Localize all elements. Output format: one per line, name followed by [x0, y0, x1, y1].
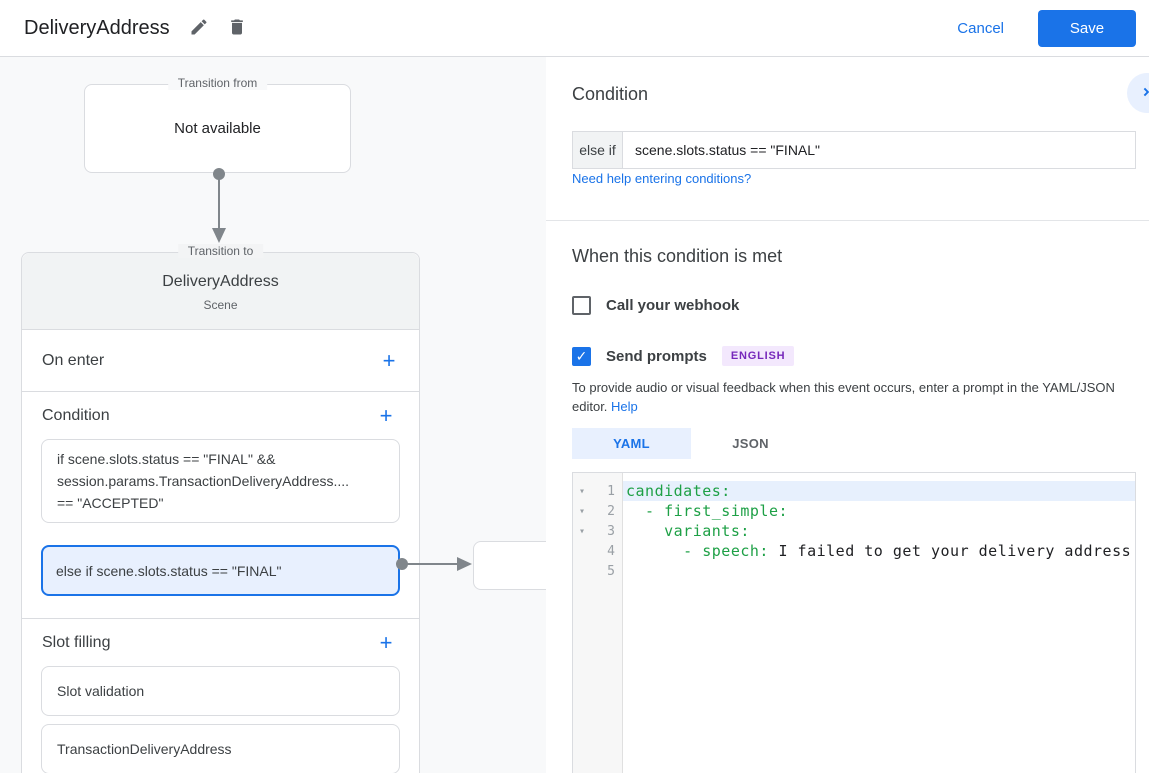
editor-gutter: ▾ 1 ▾ 2 ▾ 3 4 5: [573, 473, 623, 773]
condition-expression-group: else if: [572, 131, 1136, 169]
chevron-right-icon: [1138, 83, 1149, 104]
condition-editor-panel: Condition else if Need help entering con…: [546, 57, 1149, 773]
condition-expression-input[interactable]: [623, 132, 1135, 168]
condition-item-selected[interactable]: else if scene.slots.status == "FINAL": [41, 545, 400, 596]
transition-from-legend: Transition from: [167, 76, 268, 90]
gutter-row: ▾ 1: [573, 481, 622, 501]
transition-from-value: Not available: [174, 120, 261, 137]
webhook-row: Call your webhook: [572, 296, 739, 315]
transition-to-legend: Transition to: [177, 244, 264, 258]
transition-target-box[interactable]: [473, 541, 546, 590]
condition-line: else if scene.slots.status == "FINAL": [56, 562, 282, 579]
fold-toggle-icon[interactable]: ▾: [578, 485, 586, 497]
cancel-button[interactable]: Cancel: [941, 12, 1020, 45]
condition-section: Condition + if scene.slots.status == "FI…: [22, 392, 419, 619]
add-condition-button[interactable]: +: [372, 402, 400, 430]
prompts-description: To provide audio or visual feedback when…: [572, 378, 1128, 416]
condition-section-label: Condition: [42, 407, 110, 424]
add-slot-button[interactable]: +: [372, 629, 400, 657]
add-on-enter-button[interactable]: +: [375, 347, 403, 375]
scene-diagram-panel: Transition from Not available Transition…: [0, 57, 546, 773]
delete-scene-button[interactable]: [222, 13, 252, 43]
tab-yaml[interactable]: YAML: [572, 428, 691, 459]
yaml-key: candidates:: [626, 482, 731, 500]
send-prompts-label: Send prompts: [606, 347, 707, 365]
on-enter-label: On enter: [42, 351, 105, 369]
slot-item[interactable]: Slot validation: [41, 666, 400, 716]
slot-filling-section-head: Slot filling +: [41, 629, 400, 657]
collapse-panel-button[interactable]: [1127, 73, 1149, 113]
line-number: 5: [607, 563, 615, 579]
section-divider: [546, 220, 1149, 221]
editor-format-tabs: YAML JSON: [572, 428, 810, 459]
save-button[interactable]: Save: [1038, 9, 1136, 47]
line-number: 1: [607, 483, 615, 499]
code-line: variants:: [623, 521, 1135, 541]
send-prompts-row: ✓ Send prompts ENGLISH: [572, 346, 795, 366]
scene-name: DeliveryAddress: [162, 273, 279, 290]
call-webhook-checkbox[interactable]: [572, 296, 591, 315]
on-enter-row[interactable]: On enter +: [22, 330, 419, 392]
prompts-help-link[interactable]: Help: [611, 399, 638, 414]
gutter-row: 5: [573, 561, 622, 581]
gutter-row: 4: [573, 541, 622, 561]
call-webhook-label: Call your webhook: [606, 297, 740, 314]
code-line-active: candidates:: [623, 481, 1135, 501]
scene-card-header[interactable]: DeliveryAddress Scene: [22, 253, 419, 330]
trash-icon: [227, 17, 247, 40]
scene-type-label: Scene: [203, 298, 238, 312]
slot-filling-section: Slot filling + Slot validation Transacti…: [22, 619, 419, 773]
top-bar: DeliveryAddress Cancel Save: [0, 0, 1149, 57]
code-line-empty: [623, 561, 1135, 581]
condition-keyword: else if: [573, 132, 623, 168]
transition-from-box[interactable]: Transition from Not available: [84, 76, 351, 173]
transition-arrow-down: [212, 168, 226, 243]
condition-met-heading: When this condition is met: [572, 246, 783, 266]
fold-toggle-icon[interactable]: ▾: [578, 505, 586, 517]
condition-help-link[interactable]: Need help entering conditions?: [572, 171, 752, 186]
editor-code-area[interactable]: candidates: - first_simple: variants: - …: [623, 473, 1135, 773]
yaml-key: - speech:: [626, 542, 769, 560]
slot-filling-label: Slot filling: [42, 634, 111, 651]
tab-json[interactable]: JSON: [732, 436, 769, 451]
yaml-value: I failed to get your delivery address: [768, 542, 1132, 560]
prompts-description-text: To provide audio or visual feedback when…: [572, 380, 1115, 414]
scene-card: Transition to DeliveryAddress Scene On e…: [21, 244, 420, 773]
page-title: DeliveryAddress: [24, 16, 170, 39]
condition-line: == "ACCEPTED": [57, 495, 164, 511]
line-number: 4: [607, 543, 615, 559]
yaml-key: - first_simple:: [626, 502, 789, 520]
condition-line: session.params.TransactionDeliveryAddres…: [57, 473, 350, 489]
rename-scene-button[interactable]: [184, 13, 214, 43]
checkmark-icon: ✓: [575, 347, 588, 364]
language-badge: ENGLISH: [721, 346, 795, 366]
condition-transition-arrow: [396, 557, 472, 571]
code-line: - speech: I failed to get your delivery …: [623, 541, 1135, 561]
code-line: - first_simple:: [623, 501, 1135, 521]
gutter-row: ▾ 3: [573, 521, 622, 541]
send-prompts-checkbox[interactable]: ✓: [572, 346, 591, 366]
yaml-code-editor[interactable]: ▾ 1 ▾ 2 ▾ 3 4 5: [572, 472, 1136, 773]
condition-section-head: Condition +: [41, 402, 400, 430]
fold-toggle-icon[interactable]: ▾: [578, 525, 586, 537]
condition-item[interactable]: if scene.slots.status == "FINAL" && sess…: [41, 439, 400, 523]
condition-panel-heading: Condition: [572, 84, 649, 104]
condition-line: if scene.slots.status == "FINAL" &&: [57, 451, 276, 467]
line-number: 2: [607, 503, 615, 519]
gutter-row: ▾ 2: [573, 501, 622, 521]
line-number: 3: [607, 523, 615, 539]
yaml-key: variants:: [626, 522, 750, 540]
pencil-icon: [189, 17, 209, 40]
slot-item[interactable]: TransactionDeliveryAddress: [41, 724, 400, 773]
